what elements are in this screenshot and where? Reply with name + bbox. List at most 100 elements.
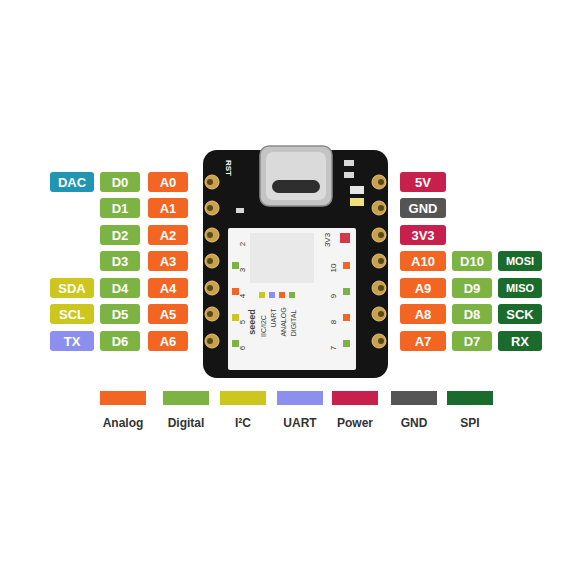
board-text: DIGITAL — [290, 310, 297, 337]
pin-label: SCK — [498, 304, 542, 324]
pin-name: D10 — [460, 255, 484, 268]
pin-name: D4 — [112, 282, 129, 295]
legend-swatch — [332, 391, 378, 405]
pin-label: GND — [400, 198, 446, 218]
pin-label: 3V3 — [400, 225, 446, 245]
pin-label: A10 — [400, 251, 446, 271]
pin-name: A5 — [160, 308, 177, 321]
legend-text: SPI — [435, 417, 505, 429]
board-text: 4 — [239, 294, 247, 298]
pin-name: MISO — [506, 283, 534, 294]
pin-name: SCK — [506, 308, 533, 321]
legend-text: Digital — [151, 417, 221, 429]
pin-name: A3 — [160, 255, 177, 268]
pin-name: A1 — [160, 202, 177, 215]
pin-label: MOSI — [498, 251, 542, 271]
pin-label: D5 — [100, 304, 140, 324]
legend-text: GND — [379, 417, 449, 429]
board-text: seeed — [248, 309, 257, 335]
legend-swatch — [163, 391, 209, 405]
pin-label: DAC — [50, 172, 94, 192]
legend-swatch — [391, 391, 437, 405]
pin-label: A7 — [400, 331, 446, 351]
board-text: 6 — [239, 346, 247, 350]
pin-label: SDA — [50, 278, 94, 298]
pin-label: D3 — [100, 251, 140, 271]
board-text: 10 — [330, 264, 338, 273]
board-text: ANALOG — [280, 307, 287, 336]
pin-name: D2 — [112, 229, 129, 242]
legend-swatch — [220, 391, 266, 405]
pin-label: D0 — [100, 172, 140, 192]
pin-name: RX — [511, 335, 529, 348]
board-text: 8 — [330, 320, 338, 324]
pin-name: D1 — [112, 202, 129, 215]
pin-label: D8 — [452, 304, 492, 324]
legend-text: UART — [265, 417, 335, 429]
legend-swatch — [447, 391, 493, 405]
pin-label: A4 — [148, 278, 188, 298]
pin-name: A10 — [411, 255, 435, 268]
pin-name: 3V3 — [411, 229, 434, 242]
pin-label: D7 — [452, 331, 492, 351]
pin-label: 5V — [400, 172, 446, 192]
pin-label: A0 — [148, 172, 188, 192]
pin-name: A2 — [160, 229, 177, 242]
pin-name: D8 — [464, 308, 481, 321]
pin-name: D9 — [464, 282, 481, 295]
pin-name: A6 — [160, 335, 177, 348]
legend-swatch — [277, 391, 323, 405]
legend-text: Analog — [88, 417, 158, 429]
pin-name: DAC — [58, 176, 86, 189]
pin-label: MISO — [498, 278, 542, 298]
legend-swatch — [100, 391, 146, 405]
pin-label: A1 — [148, 198, 188, 218]
legend-text: Power — [320, 417, 390, 429]
legend-text: I²C — [208, 417, 278, 429]
pin-label: A6 — [148, 331, 188, 351]
pin-name: TX — [64, 335, 81, 348]
pin-name: A7 — [415, 335, 432, 348]
pin-label: A3 — [148, 251, 188, 271]
pin-name: 5V — [415, 176, 431, 189]
pin-name: D6 — [112, 335, 129, 348]
pin-name: SDA — [58, 282, 85, 295]
pin-label: D6 — [100, 331, 140, 351]
pin-label: D2 — [100, 225, 140, 245]
pin-label: SCL — [50, 304, 94, 324]
pin-label: A2 — [148, 225, 188, 245]
pin-name: GND — [409, 202, 438, 215]
pin-name: D0 — [112, 176, 129, 189]
board-text: IIC/I2C — [260, 315, 267, 337]
board-body — [203, 150, 388, 378]
board-text: 3V3 — [324, 233, 332, 247]
pin-label: A9 — [400, 278, 446, 298]
pin-name: A9 — [415, 282, 432, 295]
pin-name: D3 — [112, 255, 129, 268]
pin-name: D7 — [464, 335, 481, 348]
pin-label: A8 — [400, 304, 446, 324]
pin-name: A4 — [160, 282, 177, 295]
pin-name: SCL — [59, 308, 85, 321]
pin-name: A8 — [415, 308, 432, 321]
usb-c-connector — [260, 146, 332, 206]
pin-name: MOSI — [506, 256, 534, 267]
board-text: 7 — [330, 346, 338, 350]
pin-name: D5 — [112, 308, 129, 321]
pin-label: D9 — [452, 278, 492, 298]
board-text: 2 — [239, 242, 247, 246]
board-text: 9 — [330, 294, 338, 298]
module-sticker — [228, 228, 356, 370]
pin-label: A5 — [148, 304, 188, 324]
board-text: UART — [270, 309, 277, 328]
smd-components — [236, 160, 364, 213]
board-text: RST — [224, 160, 232, 176]
pin-label: D10 — [452, 251, 492, 271]
pin-label: RX — [498, 331, 542, 351]
board-text: 3 — [239, 268, 247, 272]
pin-name: A0 — [160, 176, 177, 189]
pin-label: D4 — [100, 278, 140, 298]
pin-label: D1 — [100, 198, 140, 218]
pin-label: TX — [50, 331, 94, 351]
